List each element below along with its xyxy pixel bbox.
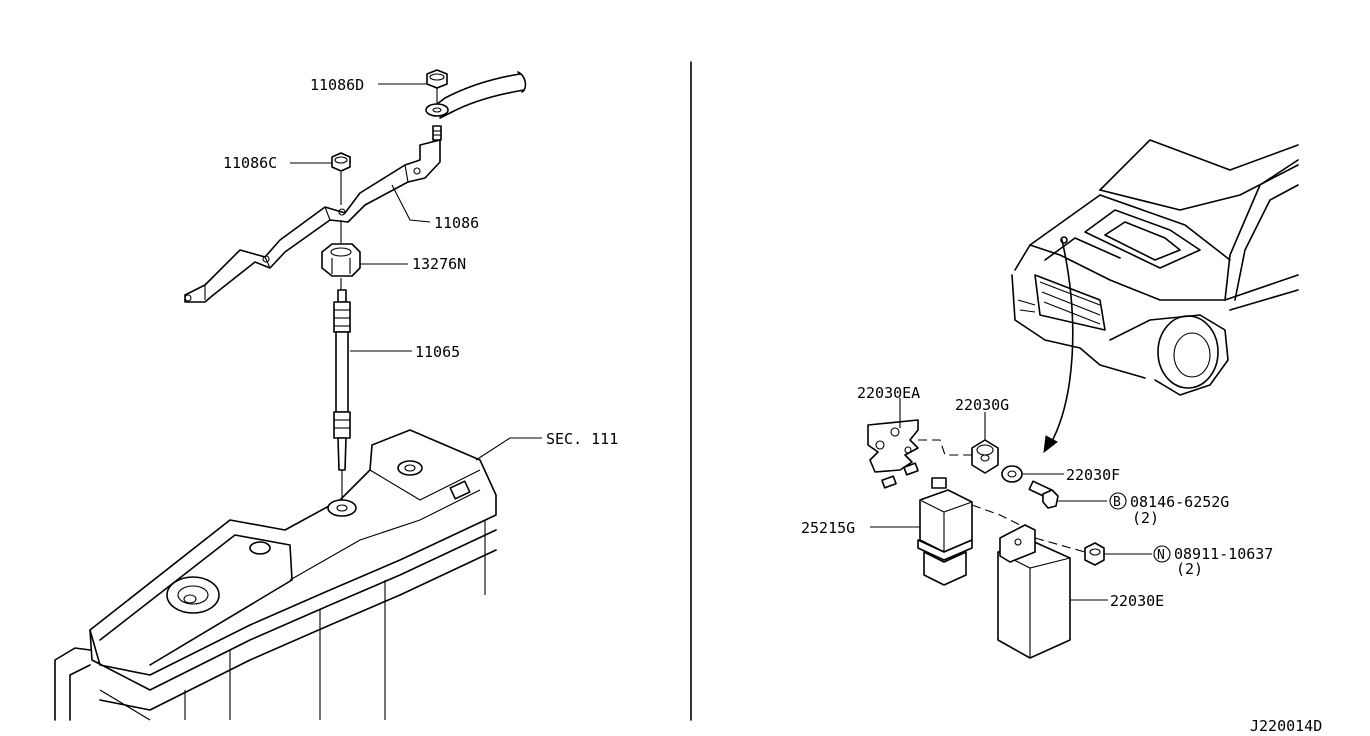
label-08146-qty: (2)	[1132, 509, 1159, 527]
label-11086: 11086	[434, 214, 479, 232]
label-22030E: 22030E	[1110, 592, 1164, 610]
right-panel-glow-relay-assembly: B N 22030EA 22030G 22030F 08146-6252G (2…	[801, 139, 1299, 659]
left-panel-glow-plug-assembly: 11086D 11086C 11086 13276N 11065 SEC. 11…	[54, 69, 618, 721]
label-sec-111: SEC. 111	[546, 430, 618, 448]
diagram-id: J220014D	[1250, 717, 1322, 735]
bus-bar-11086	[184, 139, 441, 303]
prefix-B: B	[1113, 495, 1121, 510]
label-13276N: 13276N	[412, 255, 466, 273]
prefix-circle-N	[1153, 545, 1171, 563]
location-arrow-head	[1043, 435, 1058, 454]
label-11065: 11065	[415, 343, 460, 361]
collar-22030F	[1001, 465, 1023, 483]
grommet-22030G	[971, 439, 999, 474]
label-08146-6252G: 08146-6252G	[1130, 493, 1229, 511]
vehicle-front-view	[1011, 139, 1299, 454]
label-25215G: 25215G	[801, 519, 855, 537]
label-22030F: 22030F	[1066, 466, 1120, 484]
nut-11086C	[331, 152, 351, 205]
prefix-circle-B	[1109, 492, 1127, 510]
control-unit-22030E	[997, 524, 1086, 659]
relay-25215G	[917, 477, 1021, 586]
nut-13276N	[321, 220, 361, 290]
prefix-N: N	[1157, 548, 1165, 563]
label-22030G: 22030G	[955, 396, 1009, 414]
label-11086C: 11086C	[223, 154, 277, 172]
bracket-22030EA	[867, 419, 972, 489]
label-08911-10637: 08911-10637	[1174, 545, 1273, 563]
nut-11086D	[425, 69, 449, 141]
glow-plug-11065	[333, 289, 351, 500]
right-leader-lines	[870, 398, 1152, 601]
label-11086D: 11086D	[310, 76, 364, 94]
label-22030EA: 22030EA	[857, 384, 920, 402]
label-08911-qty: (2)	[1176, 560, 1203, 578]
left-leader-lines	[290, 83, 542, 461]
nut-08911-10637	[1084, 542, 1105, 566]
bolt-08146-6252G	[1028, 480, 1059, 509]
cylinder-head	[54, 429, 497, 721]
